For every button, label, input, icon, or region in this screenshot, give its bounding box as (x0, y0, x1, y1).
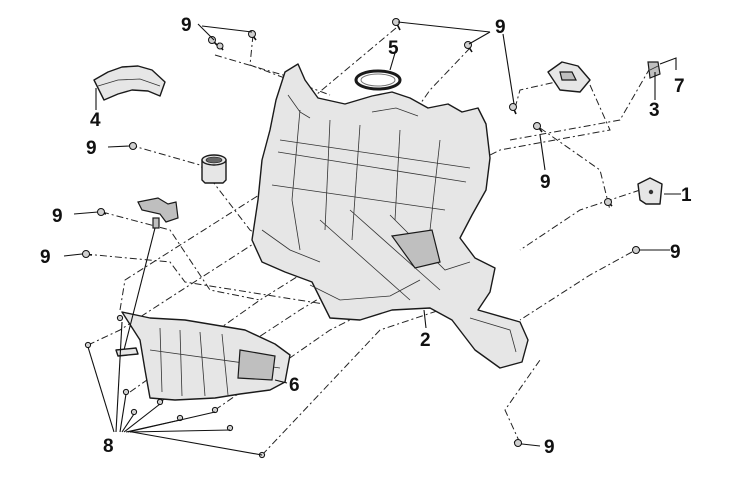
callout-6: 6 (289, 375, 300, 396)
screw (97, 208, 107, 216)
screw (513, 439, 523, 447)
inner-leg-shield-part (251, 63, 529, 369)
screw (533, 122, 543, 133)
callout-9-left-2: 9 (52, 206, 63, 227)
callout-5: 5 (388, 38, 399, 59)
screw (81, 250, 93, 258)
clip-set-8 (84, 314, 266, 459)
screw (216, 42, 224, 51)
screw (128, 142, 138, 150)
hook-latch-part (115, 197, 179, 357)
callout-9-top-right: 9 (495, 17, 506, 38)
callout-8: 8 (103, 436, 114, 457)
callout-7: 7 (674, 76, 685, 97)
callout-9-right-low: 9 (670, 242, 681, 263)
screw-set (81, 18, 640, 447)
screw (632, 246, 640, 254)
curved-cover-part-4 (93, 65, 166, 101)
screw (509, 103, 517, 115)
callout-9-bottom: 9 (544, 437, 555, 458)
screw (604, 198, 613, 207)
callout-9-top-left: 9 (181, 15, 192, 36)
plate-part-1 (637, 177, 663, 205)
callout-9-left-3: 9 (40, 247, 51, 268)
lower-tray-part-6 (121, 311, 291, 401)
callout-4: 4 (90, 110, 101, 131)
top-right-bracket-part (547, 61, 591, 93)
callout-2: 2 (420, 330, 431, 351)
callout-9-left-1: 9 (86, 138, 97, 159)
clip-part-3-7 (647, 61, 661, 79)
leader-lines (63, 21, 681, 456)
cup-holder-part (201, 154, 227, 184)
screw (392, 18, 401, 31)
callout-3: 3 (649, 100, 660, 121)
callout-9-right-mid: 9 (540, 172, 551, 193)
ring-part-5 (354, 69, 402, 91)
callout-labels: 9 9 5 7 3 4 9 9 1 9 9 9 2 6 8 9 (40, 15, 692, 458)
callout-1: 1 (681, 185, 692, 206)
screw (248, 30, 257, 41)
